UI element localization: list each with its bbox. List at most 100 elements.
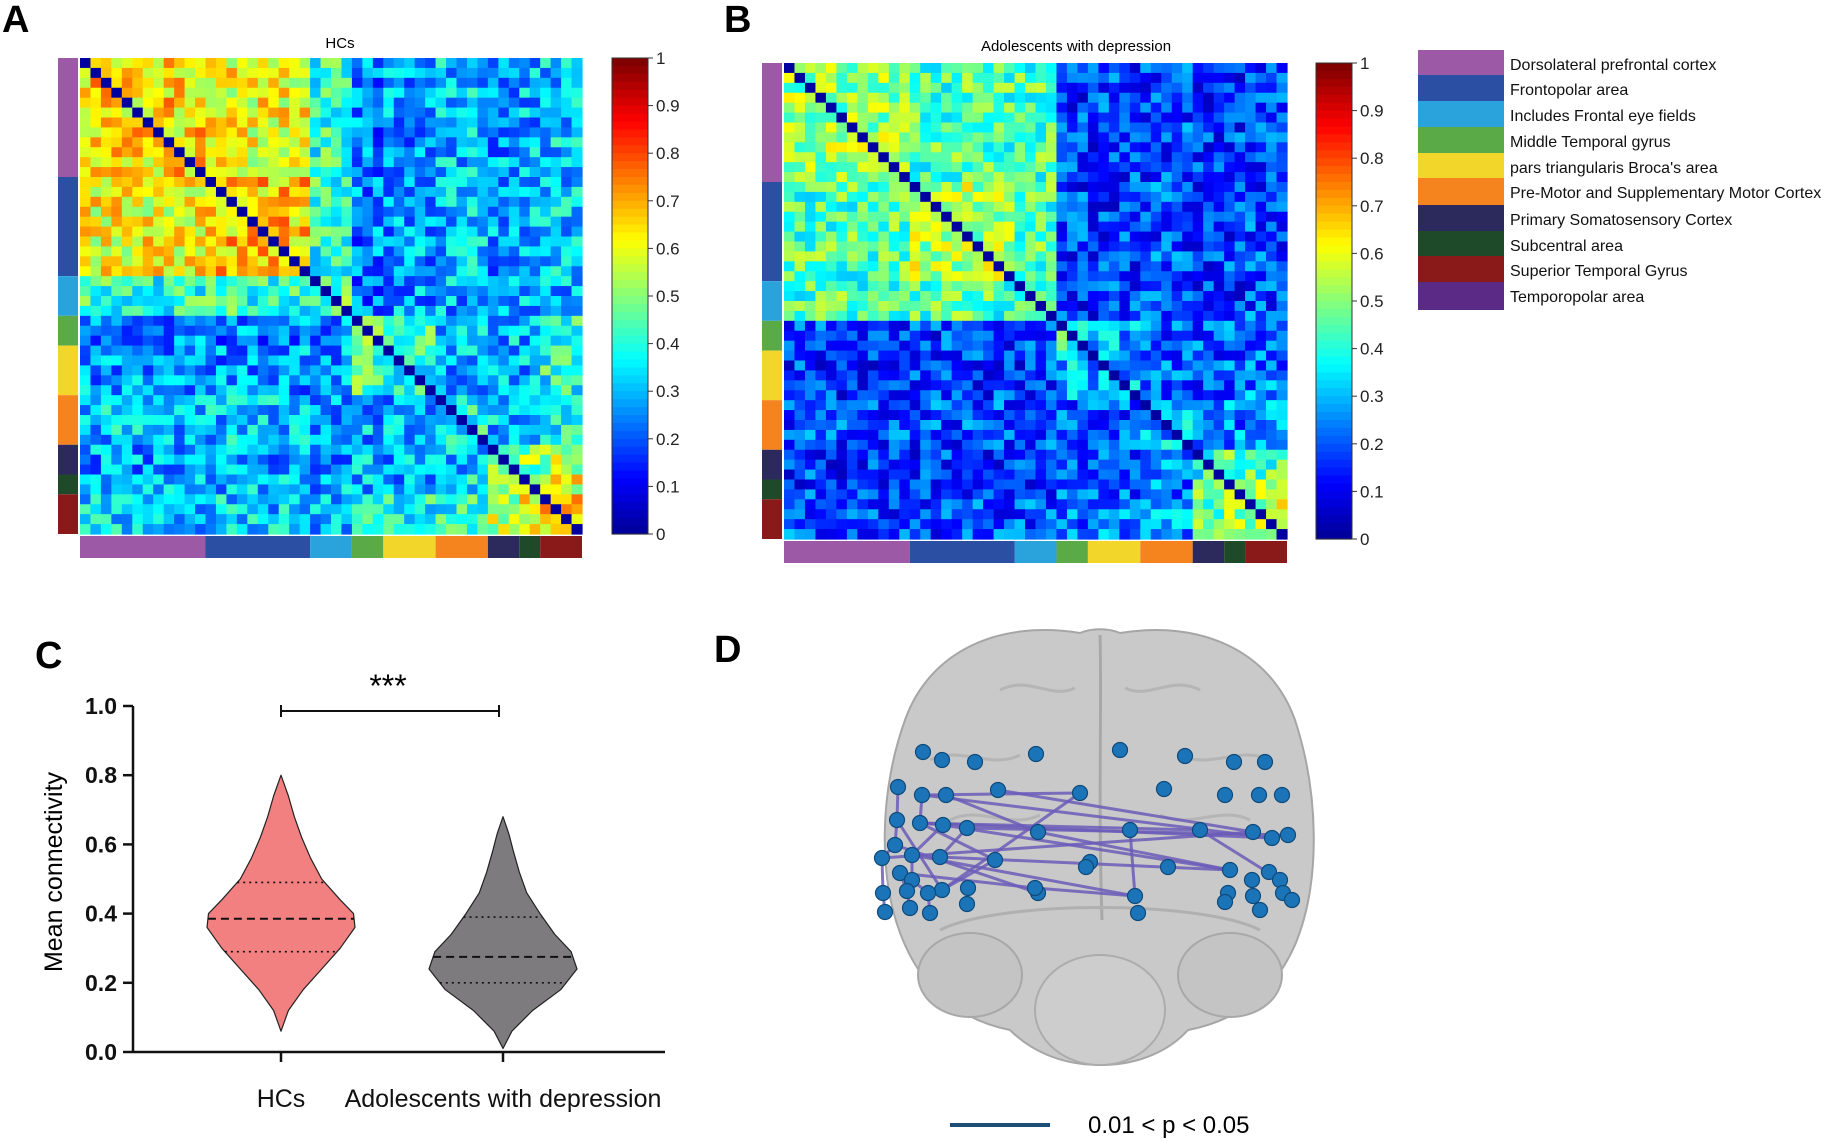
- heatmap-cell: [550, 206, 562, 218]
- heatmap-cell: [1014, 261, 1026, 272]
- heatmap-cell: [289, 524, 301, 535]
- heatmap-cell: [899, 390, 911, 401]
- heatmap-cell: [899, 221, 911, 233]
- heatmap-cell: [1087, 400, 1099, 411]
- heatmap-cell: [1119, 380, 1131, 391]
- heatmap-cell: [372, 335, 384, 347]
- heatmap-cell: [268, 87, 280, 99]
- heatmap-cell: [1098, 172, 1110, 183]
- heatmap-cell: [372, 484, 384, 495]
- heatmap-cell: [1035, 509, 1047, 520]
- heatmap-cell: [1192, 429, 1204, 441]
- heatmap-cell: [247, 464, 259, 476]
- heatmap-cell: [941, 429, 953, 441]
- heatmap-cell: [1161, 132, 1173, 143]
- heatmap-cell: [1087, 410, 1099, 421]
- heatmap-cell: [372, 494, 384, 505]
- heatmap-cell: [289, 296, 301, 307]
- heatmap-cell: [867, 519, 879, 530]
- heatmap-cell: [571, 117, 583, 129]
- heatmap-cell: [226, 315, 238, 327]
- heatmap-cell: [1129, 489, 1141, 500]
- heatmap-cell: [351, 157, 363, 168]
- heatmap-cell: [825, 142, 837, 153]
- heatmap-cell: [930, 410, 942, 421]
- heatmap-cell: [299, 484, 311, 495]
- heatmap-cell: [1182, 509, 1194, 520]
- colorbar-segment: [1316, 150, 1352, 159]
- colorbar-segment: [1316, 174, 1352, 183]
- heatmap-cell: [268, 276, 280, 287]
- heatmap-cell: [951, 291, 963, 302]
- colorbar-segment: [1316, 301, 1352, 310]
- heatmap-cell: [1203, 271, 1215, 282]
- heatmap-cell: [121, 266, 133, 277]
- heatmap-cell: [1203, 112, 1215, 124]
- heatmap-cell: [257, 177, 269, 188]
- heatmap-cell: [320, 177, 332, 188]
- heatmap-cell: [1192, 370, 1204, 381]
- heatmap-cell: [205, 524, 217, 535]
- heatmap-cell: [1234, 400, 1246, 411]
- heatmap-cell: [111, 415, 123, 426]
- heatmap-cell: [1035, 221, 1047, 233]
- heatmap-cell: [1182, 112, 1194, 124]
- heatmap-cell: [1245, 429, 1257, 441]
- heatmap-cell: [132, 186, 144, 198]
- brain-channel-node: [919, 884, 937, 902]
- heatmap-cell: [383, 58, 395, 69]
- heatmap-cell: [815, 519, 827, 530]
- heatmap-cell: [1087, 350, 1099, 362]
- heatmap-cell: [121, 137, 133, 148]
- heatmap-cell: [446, 424, 458, 436]
- heatmap-cell: [466, 226, 479, 238]
- heatmap-cell: [184, 345, 196, 357]
- heatmap-cell: [236, 196, 248, 208]
- brain-channel-node: [1111, 741, 1129, 759]
- heatmap-cell: [425, 424, 437, 436]
- heatmap-cell: [289, 504, 301, 515]
- heatmap-cell: [498, 375, 510, 386]
- heatmap-cell: [1255, 191, 1267, 203]
- heatmap-cell: [519, 365, 531, 376]
- heatmap-cell: [257, 236, 269, 248]
- heatmap-cell: [519, 405, 531, 416]
- heatmap-cell: [446, 474, 458, 486]
- heatmap-cell: [920, 132, 932, 143]
- heatmap-cell: [540, 186, 552, 198]
- heatmap-cell: [857, 201, 869, 213]
- heatmap-cell: [1077, 429, 1089, 441]
- heatmap-cell: [930, 122, 942, 134]
- heatmap-cell: [1150, 469, 1162, 481]
- heatmap-cell: [1014, 191, 1026, 203]
- heatmap-cell: [278, 444, 290, 456]
- heatmap-cell: [90, 97, 102, 109]
- heatmap-cell: [784, 380, 796, 391]
- heatmap-cell: [320, 137, 332, 148]
- heatmap-cell: [846, 191, 858, 203]
- heatmap-cell: [477, 405, 489, 416]
- heatmap-cell: [153, 454, 165, 466]
- heatmap-cell: [1077, 370, 1089, 381]
- heatmap-cell: [205, 196, 217, 208]
- heatmap-cell: [195, 216, 207, 228]
- heatmap-cell: [100, 375, 112, 386]
- heatmap-cell: [1192, 310, 1204, 322]
- heatmap-cell: [867, 281, 879, 292]
- heatmap-cell: [1150, 370, 1162, 381]
- heatmap-cell: [888, 340, 900, 352]
- heatmap-cell: [247, 494, 259, 505]
- heatmap-cell: [1182, 360, 1194, 372]
- colorbar-segment: [612, 169, 648, 178]
- heatmap-cell: [1234, 350, 1246, 362]
- heatmap-cell: [331, 434, 343, 446]
- heatmap-cell: [920, 261, 932, 272]
- heatmap-cell: [1224, 172, 1236, 183]
- heatmap-cell: [804, 102, 817, 114]
- heatmap-cell: [794, 281, 806, 292]
- heatmap-cell: [1234, 390, 1246, 401]
- heatmap-cell: [815, 261, 827, 272]
- heatmap-cell: [529, 494, 541, 505]
- heatmap-cell: [1213, 211, 1225, 223]
- heatmap-cell: [1255, 251, 1267, 262]
